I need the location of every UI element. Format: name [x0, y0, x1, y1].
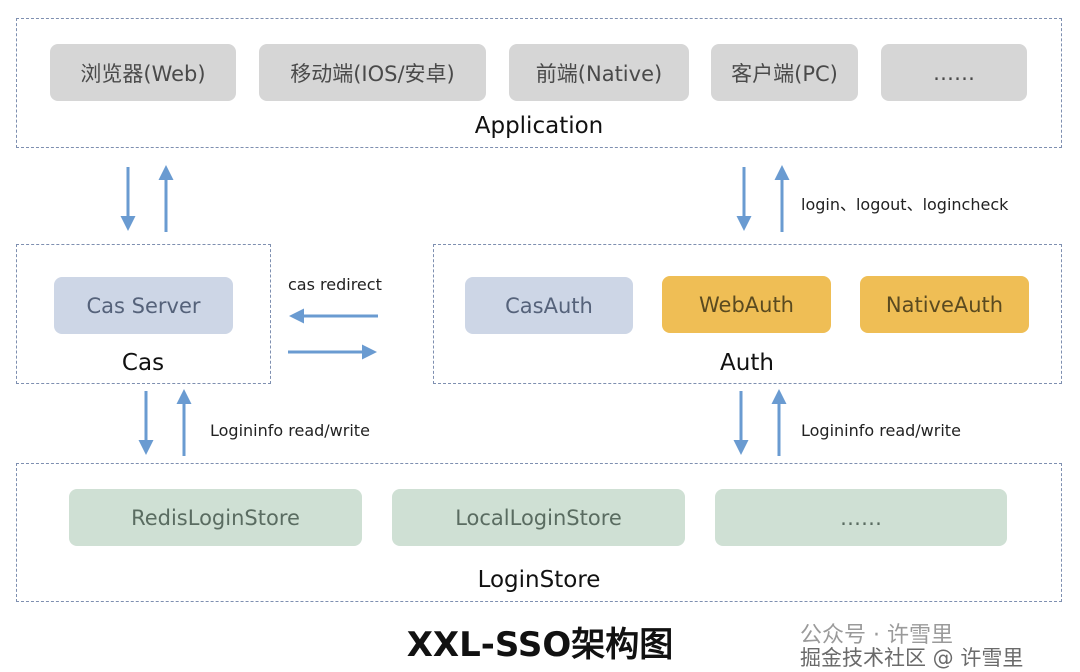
cas-label: Cas	[121, 350, 165, 376]
auth-store-arrow-label: Logininfo read/write	[801, 421, 961, 440]
watermark-line2: 掘金技术社区 @ 许雪里	[800, 646, 1024, 670]
casauth-box: CasAuth	[465, 277, 633, 334]
client-pc-box: 客户端(PC)	[711, 44, 858, 101]
auth-app-arrow-label: login、logout、logincheck	[801, 195, 1009, 214]
local-loginstore-box: LocalLoginStore	[392, 489, 685, 546]
client-web-box: 浏览器(Web)	[50, 44, 236, 101]
client-more-box: ……	[881, 44, 1027, 101]
redis-loginstore-box: RedisLoginStore	[69, 489, 362, 546]
auth-panel	[433, 244, 1062, 384]
loginstore-panel	[16, 463, 1062, 602]
loginstore-label: LoginStore	[477, 567, 601, 593]
application-panel	[16, 18, 1062, 148]
cas-server-box: Cas Server	[54, 277, 233, 334]
cas-panel	[16, 244, 271, 384]
watermark-line1: 公众号 · 许雪里	[800, 623, 953, 648]
cas-auth-arrow-label: cas redirect	[288, 275, 382, 294]
nativeauth-box: NativeAuth	[860, 276, 1029, 333]
application-label: Application	[474, 113, 604, 139]
client-native-box: 前端(Native)	[509, 44, 689, 101]
cas-store-arrow-label: Logininfo read/write	[210, 421, 370, 440]
diagram-title: XXL-SSO架构图	[406, 625, 674, 665]
store-more-box: ……	[715, 489, 1007, 546]
client-mobile-box: 移动端(IOS/安卓)	[259, 44, 486, 101]
auth-label: Auth	[720, 350, 774, 376]
webauth-box: WebAuth	[662, 276, 831, 333]
